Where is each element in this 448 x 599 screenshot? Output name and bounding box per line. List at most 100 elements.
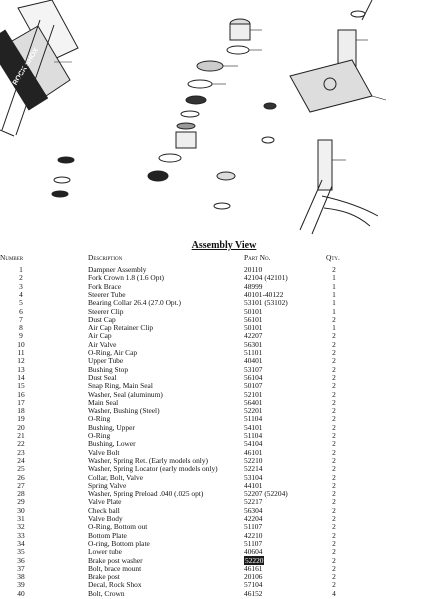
part-no: 56304 <box>244 505 263 515</box>
part-number: 16 <box>17 389 25 399</box>
part-number: 24 <box>17 455 25 465</box>
part-no: 20106 <box>244 572 263 582</box>
part-qty: 2 <box>332 431 336 440</box>
part-no: 56101 <box>244 314 263 324</box>
part-qty: 2 <box>332 348 336 357</box>
part-description: Washer, Spring Locator (early models onl… <box>88 464 218 474</box>
assembly-view-title: Assembly View <box>191 240 257 251</box>
part-no: 50101 <box>244 323 263 333</box>
part-no: 52101 <box>244 389 263 399</box>
part-number: 40 <box>17 588 25 598</box>
table-row: 24 Washer, Spring Ret. (Early models only… <box>0 455 448 466</box>
part-description: Washer, Spring Ret. (Early models only) <box>88 455 209 465</box>
table-row: 11 O-Ring, Air Cap 51101 2 <box>0 348 448 358</box>
part-number: 5 <box>19 298 23 308</box>
part-qty: 2 <box>332 331 336 341</box>
part-qty: 2 <box>332 397 336 407</box>
part-no: 56104 <box>244 372 263 382</box>
part-no: 50101 <box>244 306 263 316</box>
part-number: 36 <box>17 555 25 565</box>
part-description: O-Ring, Air Cap <box>88 348 138 357</box>
part-qty: 2 <box>332 356 336 366</box>
part-qty: 2 <box>332 314 336 324</box>
part-description: Dust Seal <box>88 372 117 382</box>
part-number: 21 <box>17 431 25 440</box>
part-number: 11 <box>17 348 25 357</box>
part-number: 37 <box>17 563 25 573</box>
part-qty: 2 <box>332 522 336 532</box>
part-description: O-ring, Bottom plate <box>88 538 150 548</box>
part-number: 3 <box>19 281 23 291</box>
callout-leader-lines <box>54 29 387 161</box>
part-number: 29 <box>17 497 25 507</box>
highlighted-part-no: 52220 <box>244 555 265 565</box>
part-description: Valve Body <box>88 514 123 523</box>
part-no: 46101 <box>244 447 263 457</box>
steerer-and-crown <box>289 0 379 235</box>
part-qty: 2 <box>332 530 336 540</box>
part-no: 40401 <box>244 356 263 366</box>
table-row: 4 Steerer Tube 40101-40122 1 <box>0 289 448 300</box>
part-qty: 1 <box>332 323 336 333</box>
part-qty: 2 <box>332 439 336 449</box>
part-number: 23 <box>17 447 25 457</box>
part-description: Bushing, Upper <box>88 422 135 432</box>
part-no: 53107 <box>244 364 263 374</box>
part-number: 32 <box>17 522 25 532</box>
part-no: 56301 <box>244 339 263 349</box>
col-description: Description <box>88 253 123 262</box>
part-qty: 2 <box>332 381 336 391</box>
part-description: Spring Valve <box>88 480 127 490</box>
part-qty: 1 <box>332 289 336 299</box>
part-description: Fork Crown 1.8 (1.6 Opt) <box>88 273 164 283</box>
part-description: Air Cap <box>88 331 112 341</box>
part-no: 46161 <box>244 563 263 573</box>
part-no: 20110 <box>244 265 263 274</box>
part-qty: 2 <box>332 572 336 582</box>
part-no: 53101 (53102) <box>244 298 288 308</box>
part-no: 52214 <box>244 464 263 474</box>
part-qty: 2 <box>332 389 336 399</box>
part-qty: 2 <box>332 265 336 274</box>
part-qty: 2 <box>332 497 336 507</box>
exploded-assembly-diagram: ROCK SHOX <box>0 0 387 235</box>
part-qty: 2 <box>332 489 336 499</box>
part-number: 38 <box>17 572 25 582</box>
part-description: Dust Cap <box>88 314 116 324</box>
part-no: 40101-40122 <box>244 289 284 299</box>
part-number: 19 <box>17 414 25 424</box>
part-description: Dampner Assembly <box>88 265 147 274</box>
part-qty: 1 <box>332 306 336 316</box>
part-number: 8 <box>19 323 23 333</box>
part-no: 51101 <box>244 348 263 357</box>
part-description: Decal, Rock Shox <box>88 580 142 590</box>
part-description: Steerer Tube <box>88 289 126 299</box>
part-qty: 2 <box>332 472 336 482</box>
part-description: Washer, Spring Preload .040 (.025 opt) <box>88 489 204 499</box>
part-qty: 2 <box>332 464 336 474</box>
part-description: Valve Bolt <box>88 447 120 457</box>
part-description: Upper Tube <box>88 356 124 366</box>
part-qty: 1 <box>332 298 336 308</box>
part-no: 42204 <box>244 514 263 523</box>
part-number: 4 <box>19 289 23 299</box>
part-qty: 2 <box>332 364 336 374</box>
part-qty: 2 <box>332 514 336 523</box>
part-number: 26 <box>17 472 25 482</box>
center-parts-stack <box>51 18 277 210</box>
part-no: 52207 (52204) <box>244 489 288 499</box>
part-description: Bushing Stop <box>88 364 129 374</box>
